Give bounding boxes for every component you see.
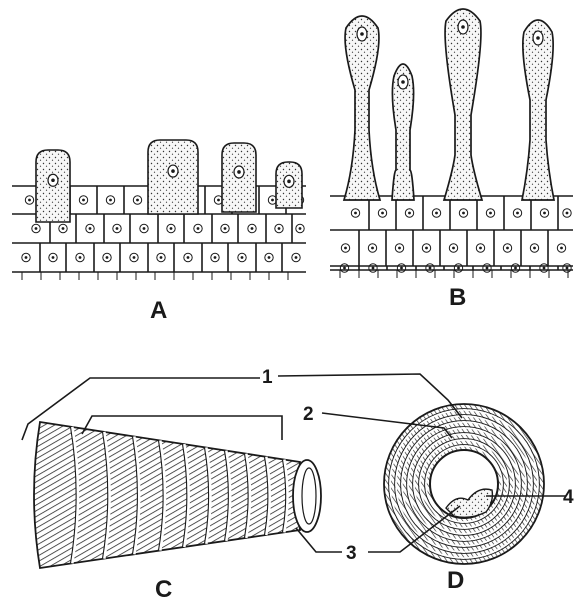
cell-nucleolus [62, 227, 65, 230]
cell-nucleolus [170, 227, 173, 230]
cell-nucleolus [106, 256, 109, 259]
cell-nucleolus [486, 267, 489, 270]
cell-nucleolus [543, 267, 546, 270]
callout-3: 3 [346, 543, 357, 564]
cell-nucleolus [268, 256, 271, 259]
cell-nucleolus [457, 267, 460, 270]
panel-label-b: B [449, 284, 466, 311]
cell-nucleolus [479, 247, 482, 250]
panel-d-cross-section [384, 404, 544, 564]
cell-nucleolus [237, 170, 241, 174]
cell-nucleolus [197, 227, 200, 230]
cell-nucleolus [354, 212, 357, 215]
cell-nucleolus [116, 227, 119, 230]
cell-nucleolus [489, 212, 492, 215]
cell-nucleolus [171, 169, 175, 173]
panel-label-a: A [150, 297, 167, 324]
cell-nucleolus [271, 199, 274, 202]
cell-nucleolus [536, 36, 540, 40]
long-tubular-cell [444, 9, 482, 200]
cell-nucleolus [360, 32, 364, 36]
cell-nucleolus [401, 80, 405, 84]
cell-nucleolus [89, 227, 92, 230]
cell-nucleolus [143, 227, 146, 230]
cell-nucleolus [251, 227, 254, 230]
cell-nucleolus [278, 227, 281, 230]
cell-nucleolus [371, 247, 374, 250]
cell-nucleolus [25, 256, 28, 259]
cell-nucleolus [287, 180, 291, 184]
cell-nucleolus [224, 227, 227, 230]
cell-nucleolus [79, 256, 82, 259]
cell-nucleolus [51, 178, 55, 182]
panel-label-d: D [447, 567, 464, 594]
cell-nucleolus [82, 199, 85, 202]
cell-nucleolus [543, 212, 546, 215]
cell-nucleolus [344, 247, 347, 250]
panel-label-c: C [155, 576, 172, 603]
cell-nucleolus [372, 267, 375, 270]
cell-nucleolus [35, 227, 38, 230]
cell-nucleolus [109, 199, 112, 202]
cell-nucleolus [429, 267, 432, 270]
cell-nucleolus [381, 212, 384, 215]
cell-nucleolus [295, 256, 298, 259]
cell-nucleolus [452, 247, 455, 250]
long-tubular-cell [522, 20, 554, 200]
cell-nucleolus [514, 267, 517, 270]
cell-nucleolus [133, 256, 136, 259]
cell-nucleolus [400, 267, 403, 270]
cell-nucleolus [52, 256, 55, 259]
cell-nucleolus [566, 267, 569, 270]
callout-4: 4 [563, 487, 574, 508]
callout-2: 2 [303, 404, 314, 425]
cell-nucleolus [398, 247, 401, 250]
cell-nucleolus [343, 267, 346, 270]
cell-nucleolus [560, 247, 563, 250]
cell-nucleolus [435, 212, 438, 215]
cell-nucleolus [214, 256, 217, 259]
panel-c-cone [34, 422, 321, 568]
cell-nucleolus [516, 212, 519, 215]
cell-nucleolus [462, 212, 465, 215]
cell-nucleolus [408, 212, 411, 215]
cell-nucleolus [299, 227, 302, 230]
cell-nucleolus [425, 247, 428, 250]
cell-nucleolus [533, 247, 536, 250]
cell-nucleolus [506, 247, 509, 250]
cell-nucleolus [217, 199, 220, 202]
cone-opening-inner [302, 468, 316, 524]
cell-nucleolus [28, 199, 31, 202]
cell-nucleolus [461, 25, 465, 29]
panel-a-tissue [12, 140, 306, 280]
cell-nucleolus [160, 256, 163, 259]
cell-nucleolus [241, 256, 244, 259]
panel-b-tissue [330, 9, 573, 278]
cell-nucleolus [187, 256, 190, 259]
cell-nucleolus [136, 199, 139, 202]
long-tubular-cell [344, 16, 380, 200]
cell-nucleolus [566, 212, 569, 215]
callout-1: 1 [262, 367, 273, 388]
